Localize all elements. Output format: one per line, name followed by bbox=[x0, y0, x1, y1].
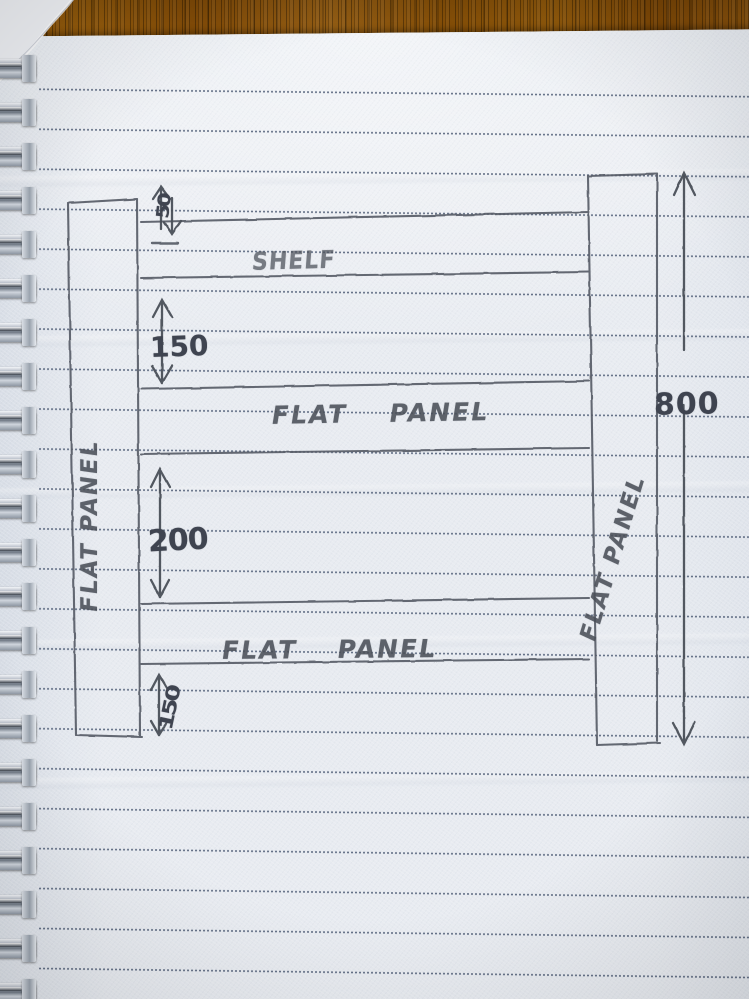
spiral-coil bbox=[0, 847, 40, 875]
label-flat-bottom-word2: PANEL bbox=[335, 634, 440, 664]
spiral-coil bbox=[0, 627, 40, 655]
label-flat-middle-word2: PANEL bbox=[387, 397, 492, 428]
spiral-coil bbox=[0, 583, 40, 611]
lower-flat-panel-lines bbox=[139, 596, 591, 666]
label-flat-bottom-word1: FLAT bbox=[219, 635, 300, 665]
shelf-lines bbox=[139, 210, 591, 280]
label-shelf: SHELF bbox=[250, 246, 337, 277]
label-flat-panel-left-vertical: FLAT PANEL bbox=[77, 438, 103, 614]
spiral-coil bbox=[0, 275, 40, 303]
spiral-coil bbox=[0, 187, 40, 215]
dimension-value-panel-gap: 200 bbox=[147, 521, 209, 560]
spiral-coil bbox=[0, 935, 40, 963]
dimension-arrow-800 bbox=[671, 170, 697, 747]
spiral-coil bbox=[0, 231, 40, 259]
label-flat-middle-word1: FLAT bbox=[269, 399, 350, 430]
spiral-coil bbox=[0, 143, 40, 171]
right-panel-outline bbox=[586, 172, 662, 747]
spiral-coil bbox=[0, 891, 40, 919]
spiral-coil bbox=[0, 715, 40, 743]
dimension-arrow-200 bbox=[149, 466, 172, 599]
spiral-coil bbox=[0, 759, 40, 787]
middle-flat-panel-lines bbox=[139, 379, 591, 456]
spiral-coil bbox=[0, 319, 40, 347]
dimension-arrow-150-bottom bbox=[149, 672, 170, 737]
left-panel-outline bbox=[66, 197, 144, 739]
dimension-value-top-gap: 50 bbox=[152, 194, 175, 220]
spiral-coil bbox=[0, 55, 40, 83]
spiral-coil bbox=[0, 363, 40, 391]
label-flat-panel-bottom: FLAT PANEL bbox=[220, 634, 439, 665]
dimension-arrow-50 bbox=[151, 185, 183, 237]
spiral-coil bbox=[0, 407, 40, 435]
label-flat-panel-middle: FLAT PANEL bbox=[269, 397, 491, 430]
dimension-value-shelf-to-panel: 150 bbox=[149, 328, 210, 365]
spiral-coil bbox=[0, 803, 40, 831]
spiral-coil bbox=[0, 99, 40, 127]
dimension-value-overall-height: 800 bbox=[653, 386, 720, 423]
spiral-coil bbox=[0, 979, 40, 999]
dimension-arrow-150-top bbox=[150, 297, 174, 385]
spiral-coil bbox=[0, 671, 40, 699]
spiral-coil bbox=[0, 495, 40, 523]
spiral-coil bbox=[0, 539, 40, 567]
spiral-binding bbox=[0, 33, 40, 999]
spiral-coil bbox=[0, 451, 40, 479]
